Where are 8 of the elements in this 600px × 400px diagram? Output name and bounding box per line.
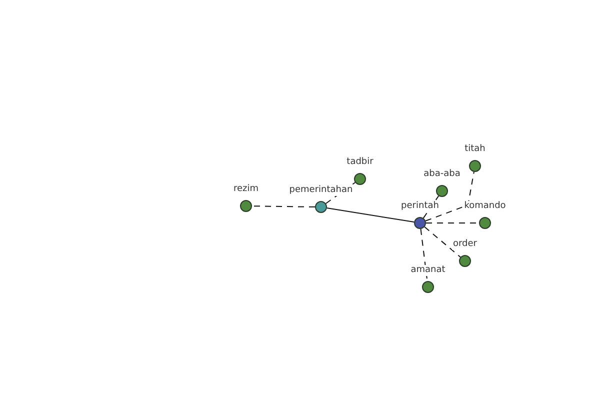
node-label: amanat — [410, 265, 446, 276]
dashed-connector — [252, 206, 316, 208]
dashed-connector — [425, 171, 474, 222]
node-label: perintah — [400, 201, 440, 212]
node-label: order — [452, 239, 478, 250]
connector-line — [326, 207, 415, 223]
node-label: pemerintahan — [288, 185, 354, 196]
dashed-connector — [424, 226, 461, 258]
